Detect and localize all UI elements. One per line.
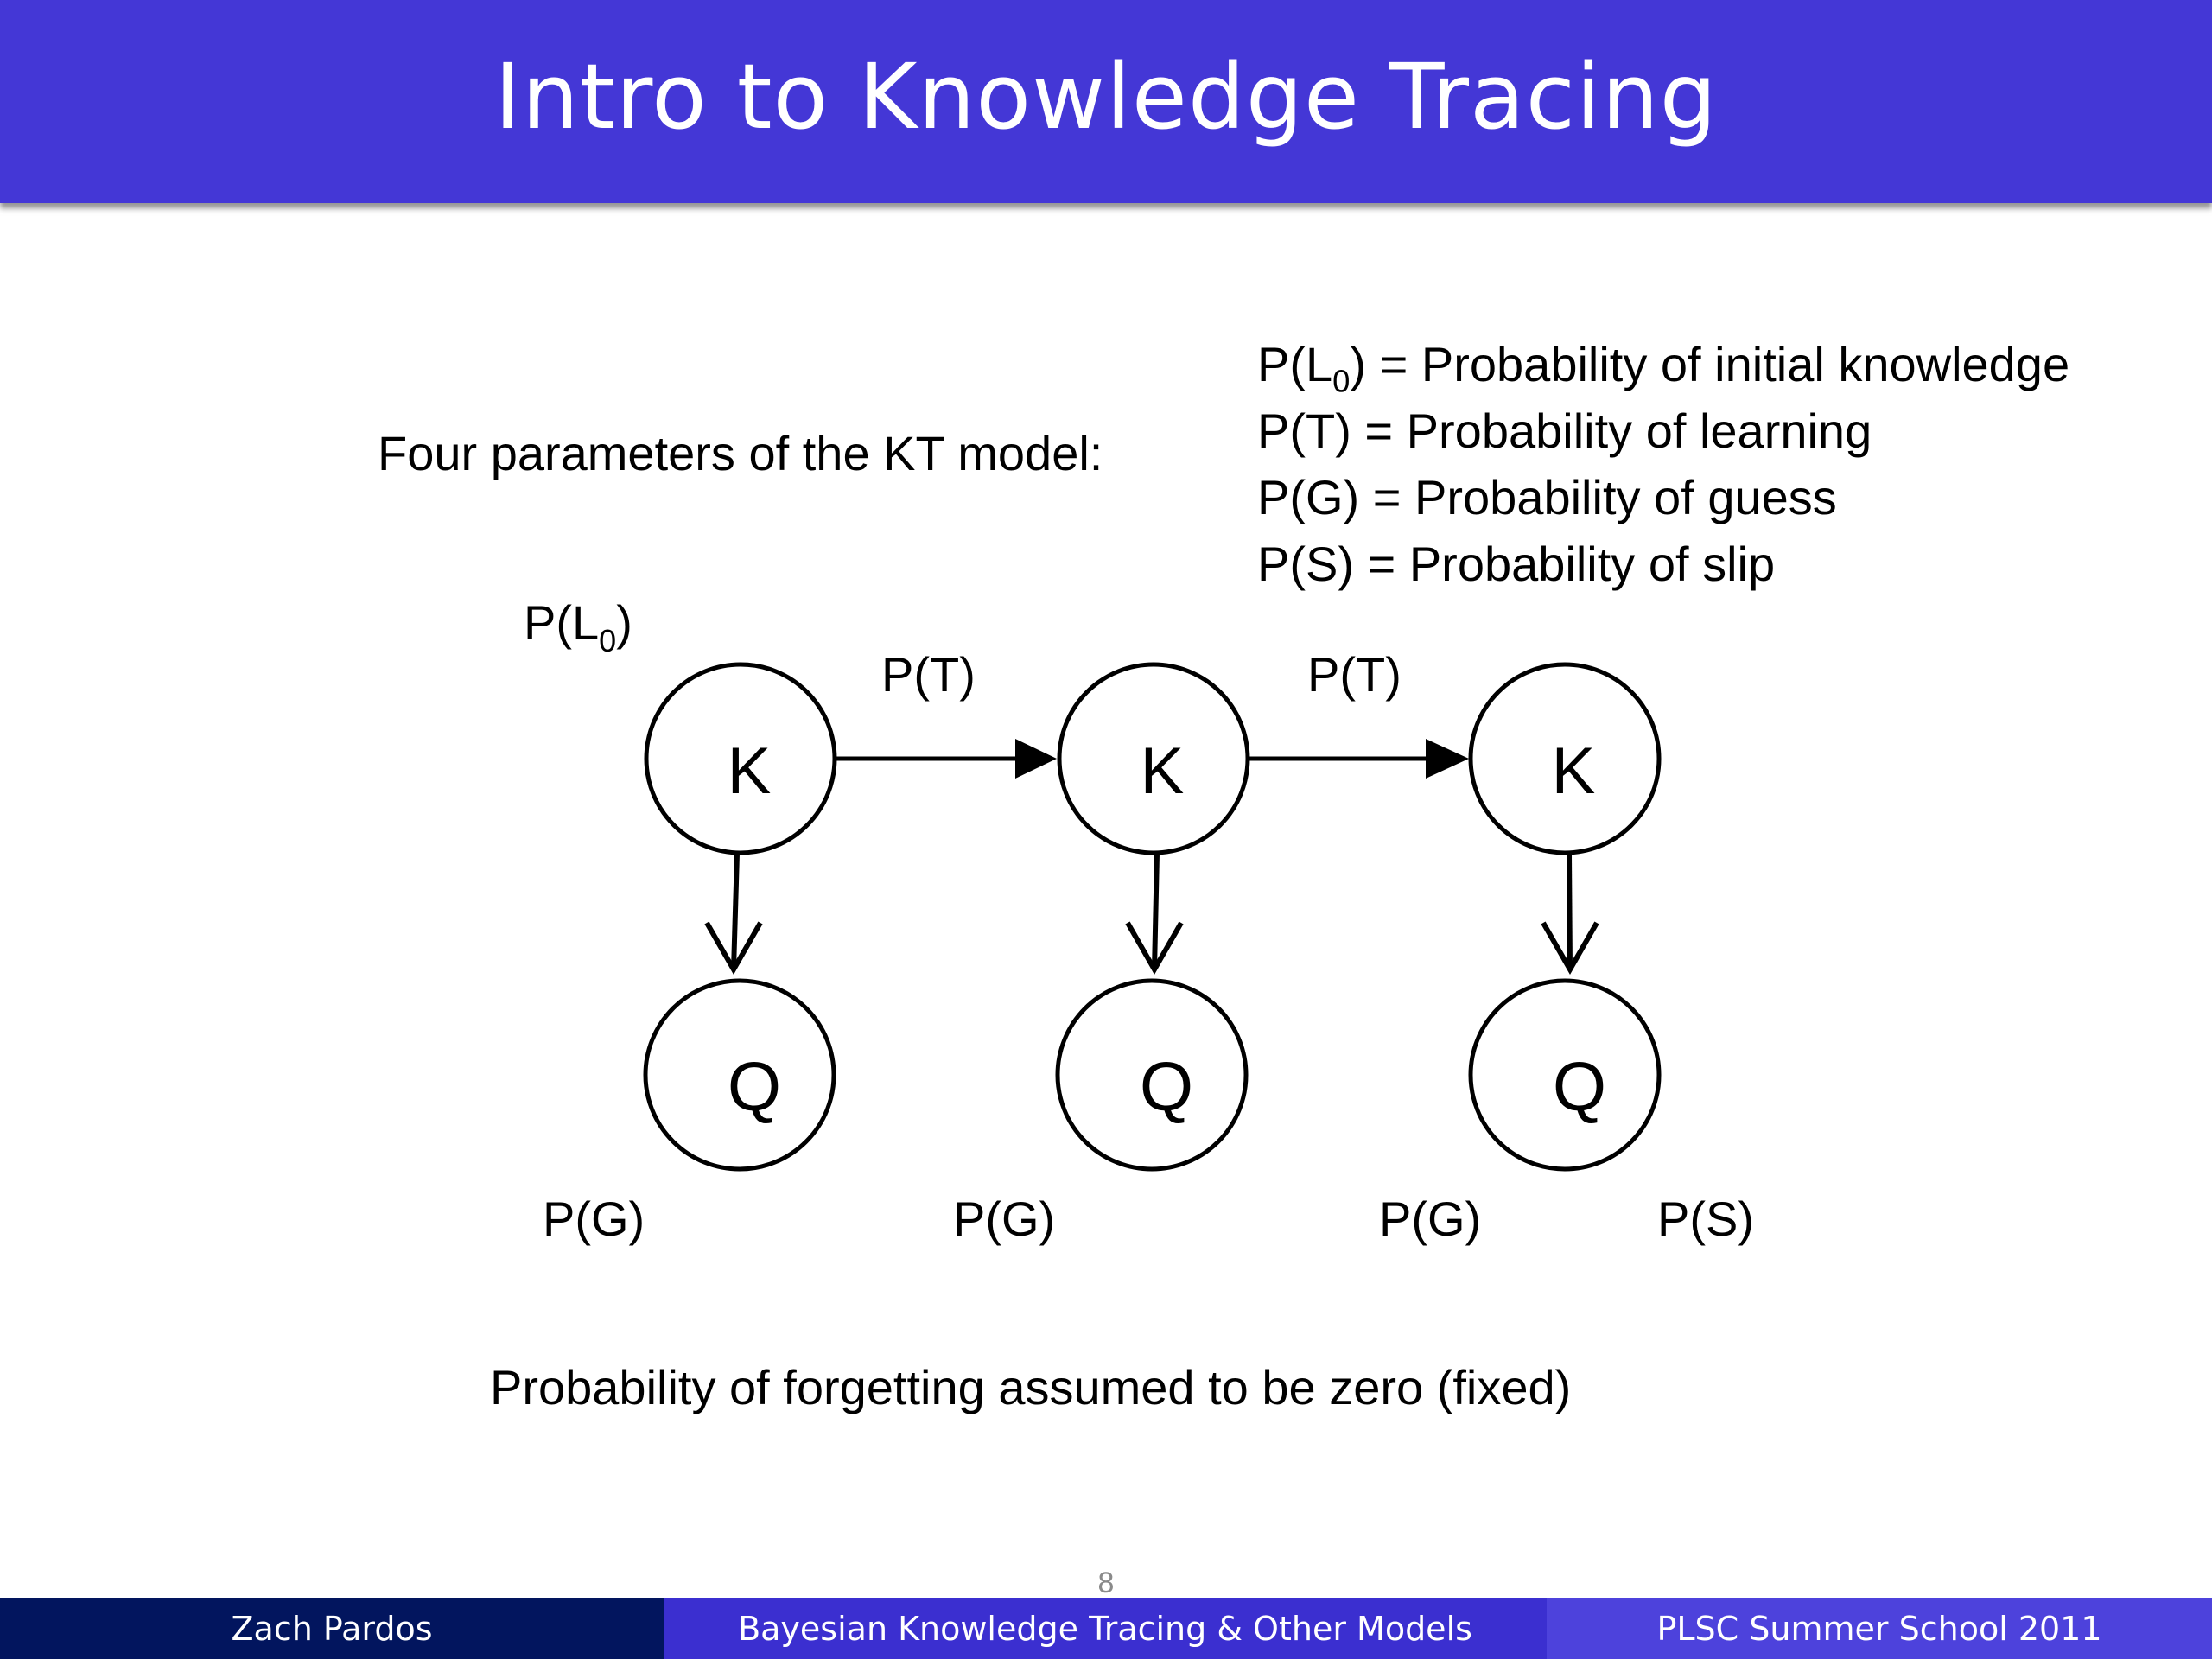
knowledge-node: K (644, 662, 837, 855)
page-number: 8 (1097, 1567, 1115, 1599)
definition-row: P(G) = Probability of guess (1257, 464, 2069, 531)
definition-text: = Probability of guess (1359, 470, 1837, 524)
definition-row: P(T) = Probability of learning (1257, 397, 2069, 464)
knowledge-node: K (1057, 662, 1250, 855)
svg-text:K: K (728, 734, 772, 808)
definition-symbol: P(T) (1257, 404, 1351, 458)
definition-row: P(S) = Probability of slip (1257, 531, 2069, 597)
footer-event: PLSC Summer School 2011 (1547, 1598, 2212, 1659)
footer-talk-title: Bayesian Knowledge Tracing & Other Model… (664, 1598, 1547, 1659)
emission-arrow (1125, 853, 1184, 976)
intro-text: Four parameters of the KT model: (378, 426, 1103, 480)
guess-label: P(G) (953, 1192, 1055, 1246)
definition-symbol: P(S) (1257, 537, 1354, 591)
footer-author: Zach Pardos (0, 1598, 664, 1659)
svg-text:K: K (1552, 734, 1596, 808)
transition-label: P(T) (881, 647, 976, 702)
transition-label: P(T) (1307, 647, 1402, 702)
guess-label: P(G) (1379, 1192, 1481, 1246)
question-node: Q (1055, 978, 1249, 1172)
prior-label: P(L0) (524, 595, 632, 658)
slip-label: P(S) (1657, 1192, 1754, 1246)
definition-subscript: 0 (1332, 363, 1351, 399)
question-node: Q (1468, 978, 1662, 1172)
transition-arrow (1249, 739, 1469, 779)
definition-text: = Probability of slip (1354, 537, 1776, 591)
guess-label: P(G) (543, 1192, 645, 1246)
forgetting-note: Probability of forgetting assumed to be … (490, 1360, 1572, 1414)
slide-title: Intro to Knowledge Tracing (494, 43, 1718, 149)
question-node: Q (643, 978, 836, 1172)
definition-symbol: P(G) (1257, 470, 1360, 524)
definition-text: = Probability of learning (1351, 404, 1872, 458)
parameter-definitions: P(L0) = Probability of initial knowledge… (1257, 331, 2069, 597)
definition-symbol-end: ) (1350, 337, 1367, 391)
svg-text:Q: Q (1140, 1048, 1193, 1125)
knowledge-node: K (1468, 662, 1662, 855)
definition-row: P(L0) = Probability of initial knowledge (1257, 331, 2069, 397)
emission-arrow (1541, 853, 1599, 976)
emission-arrow (704, 853, 763, 976)
definition-symbol: P(L (1257, 337, 1333, 391)
svg-text:Q: Q (728, 1048, 781, 1125)
svg-text:Q: Q (1553, 1048, 1606, 1125)
title-bar: Intro to Knowledge Tracing (0, 0, 2212, 203)
svg-text:K: K (1141, 734, 1185, 808)
footer-bar: Zach Pardos Bayesian Knowledge Tracing &… (0, 1598, 2212, 1659)
definition-text: = Probability of initial knowledge (1366, 337, 2070, 391)
transition-arrow (836, 739, 1057, 779)
